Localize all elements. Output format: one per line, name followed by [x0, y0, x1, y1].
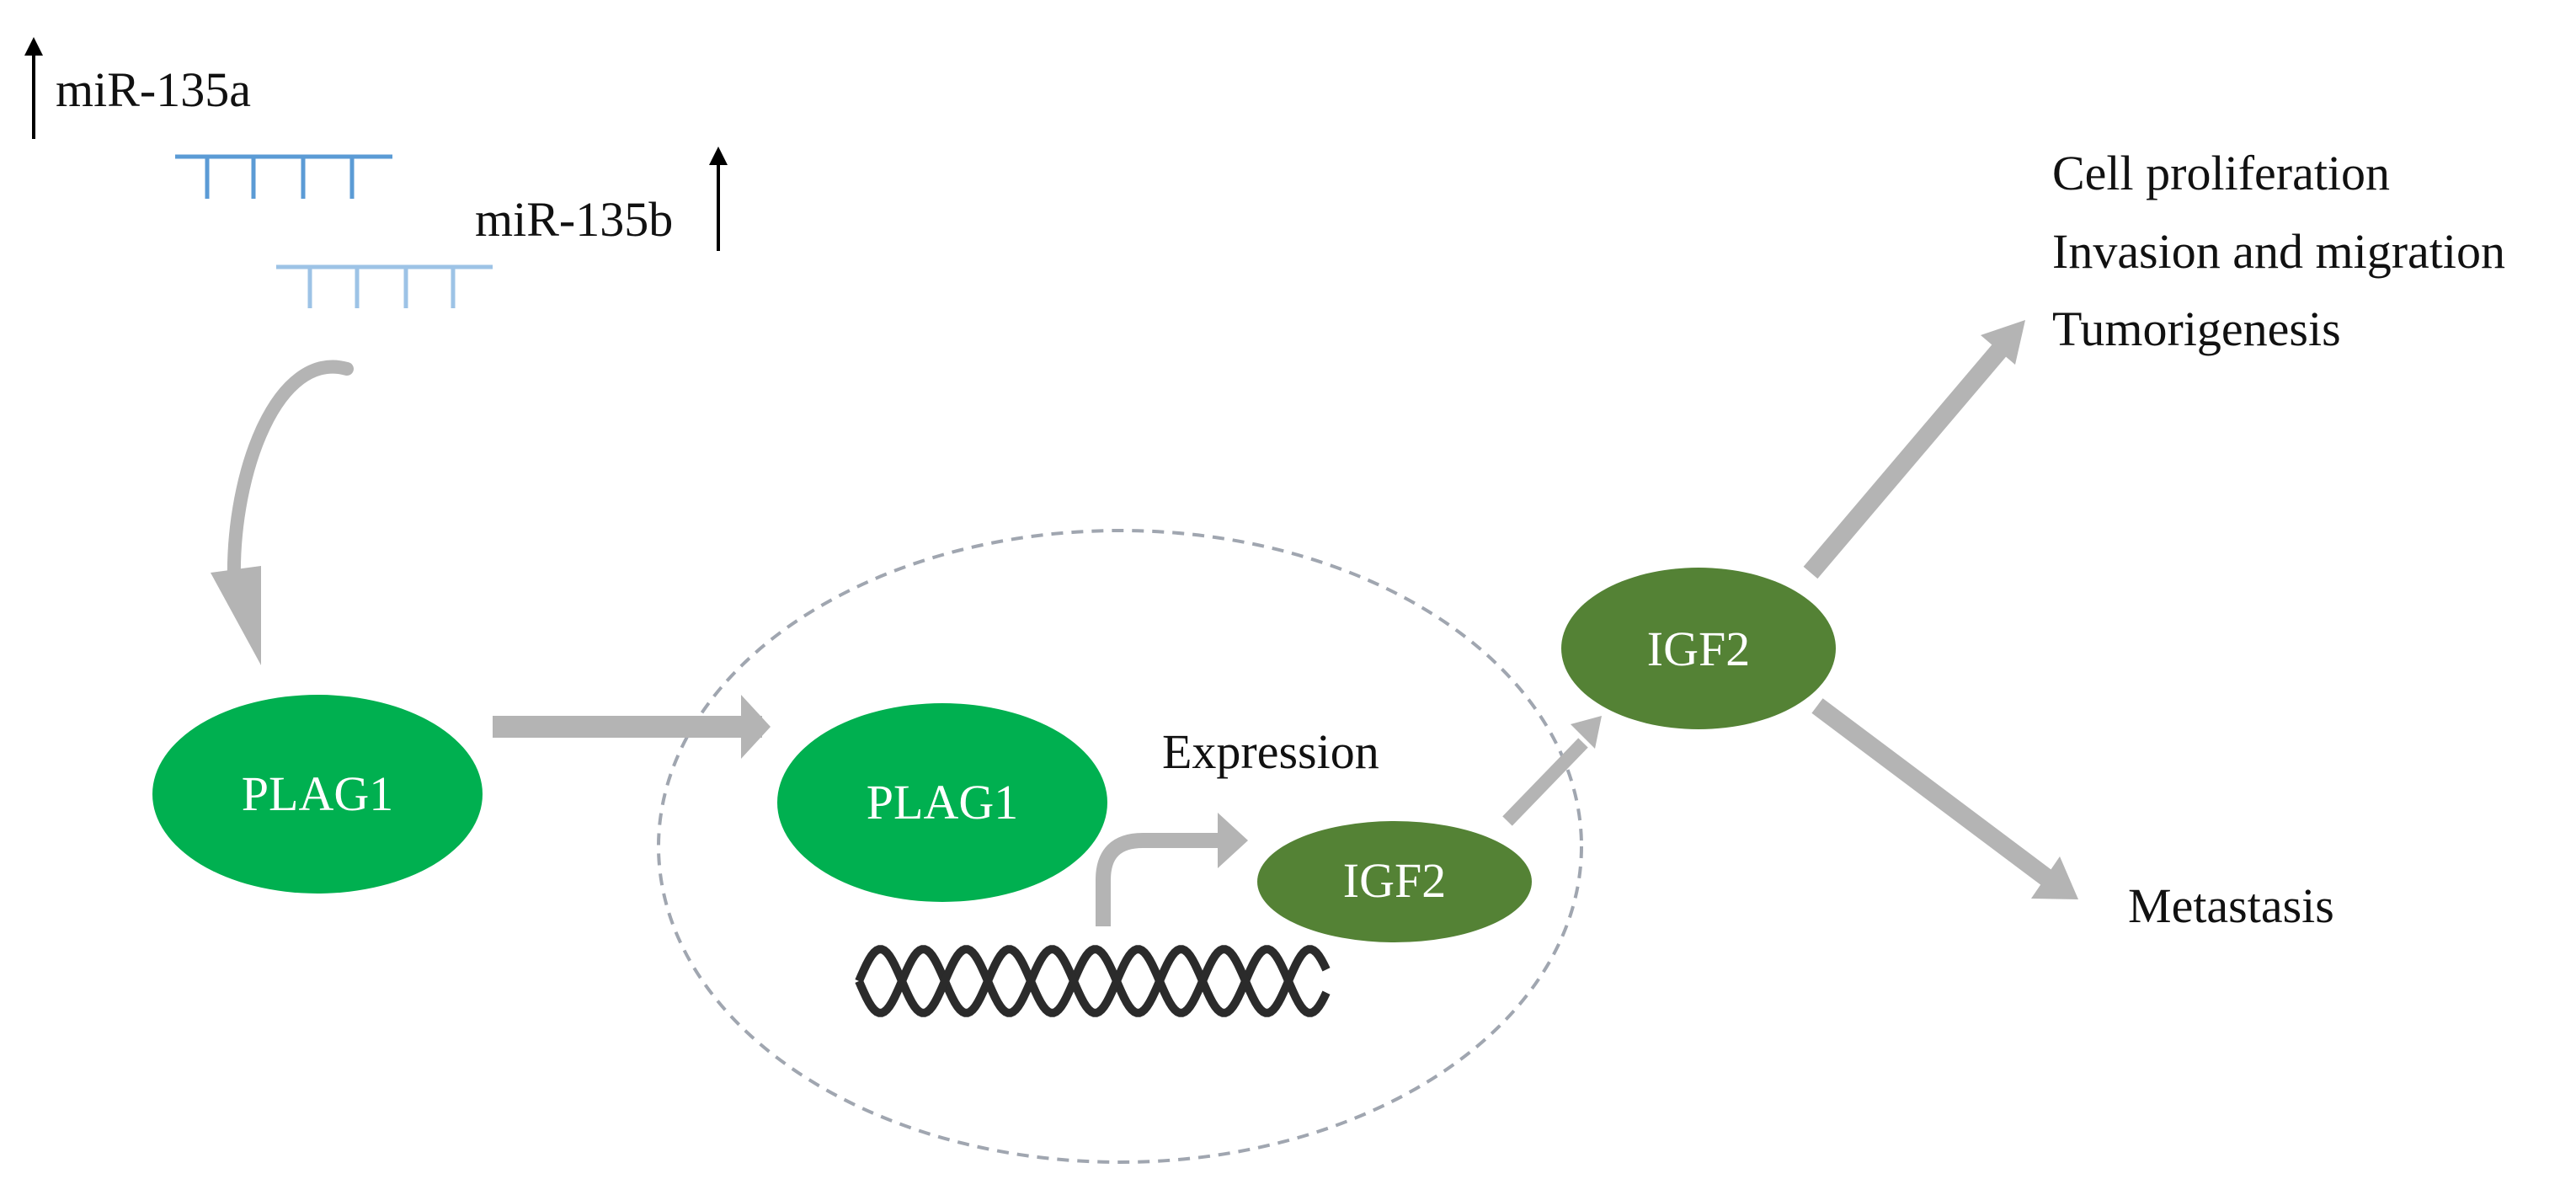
mirna-135a-label: miR-135a: [56, 62, 251, 117]
igf2-secretion-arrow: [1502, 716, 1602, 826]
outcome-cell-proliferation: Cell proliferation: [2052, 146, 2390, 200]
igf2-to-proliferation-arrow: [1803, 320, 2025, 579]
outcome-invasion-migration: Invasion and migration: [2052, 224, 2505, 279]
mirna-135a-strand: [175, 154, 392, 199]
igf2-nucleus-label: IGF2: [1343, 853, 1446, 908]
igf2-to-metastasis-arrow: [1811, 698, 2078, 899]
mirna-135b-label: miR-135b: [475, 192, 673, 247]
plag1-translocation-arrow: [493, 695, 771, 759]
nucleus-boundary: [657, 529, 1583, 1164]
plag1-nucleus-label: PLAG1: [867, 775, 1018, 830]
mirna-135a-up-arrow-icon: [24, 37, 43, 139]
plag1-nucleus-node: [777, 703, 1107, 902]
dna-helix-icon: [855, 945, 1331, 1017]
mirna-to-plag1-arrow: [211, 360, 354, 665]
igf2-nucleus-node: [1257, 821, 1532, 942]
outcome-metastasis: Metastasis: [2128, 878, 2334, 933]
mirna-135b-up-arrow-icon: [709, 147, 728, 251]
outcome-tumorigenesis: Tumorigenesis: [2052, 301, 2341, 356]
mirna-135b-strand: [276, 264, 493, 308]
igf2-secreted-label: IGF2: [1647, 622, 1750, 676]
plag1-cytoplasm-node: [152, 695, 483, 894]
expression-label: Expression: [1162, 724, 1379, 779]
promoter-arrow-icon: [1096, 813, 1248, 926]
plag1-cytoplasm-label: PLAG1: [242, 766, 393, 821]
igf2-secreted-node: [1561, 568, 1836, 729]
